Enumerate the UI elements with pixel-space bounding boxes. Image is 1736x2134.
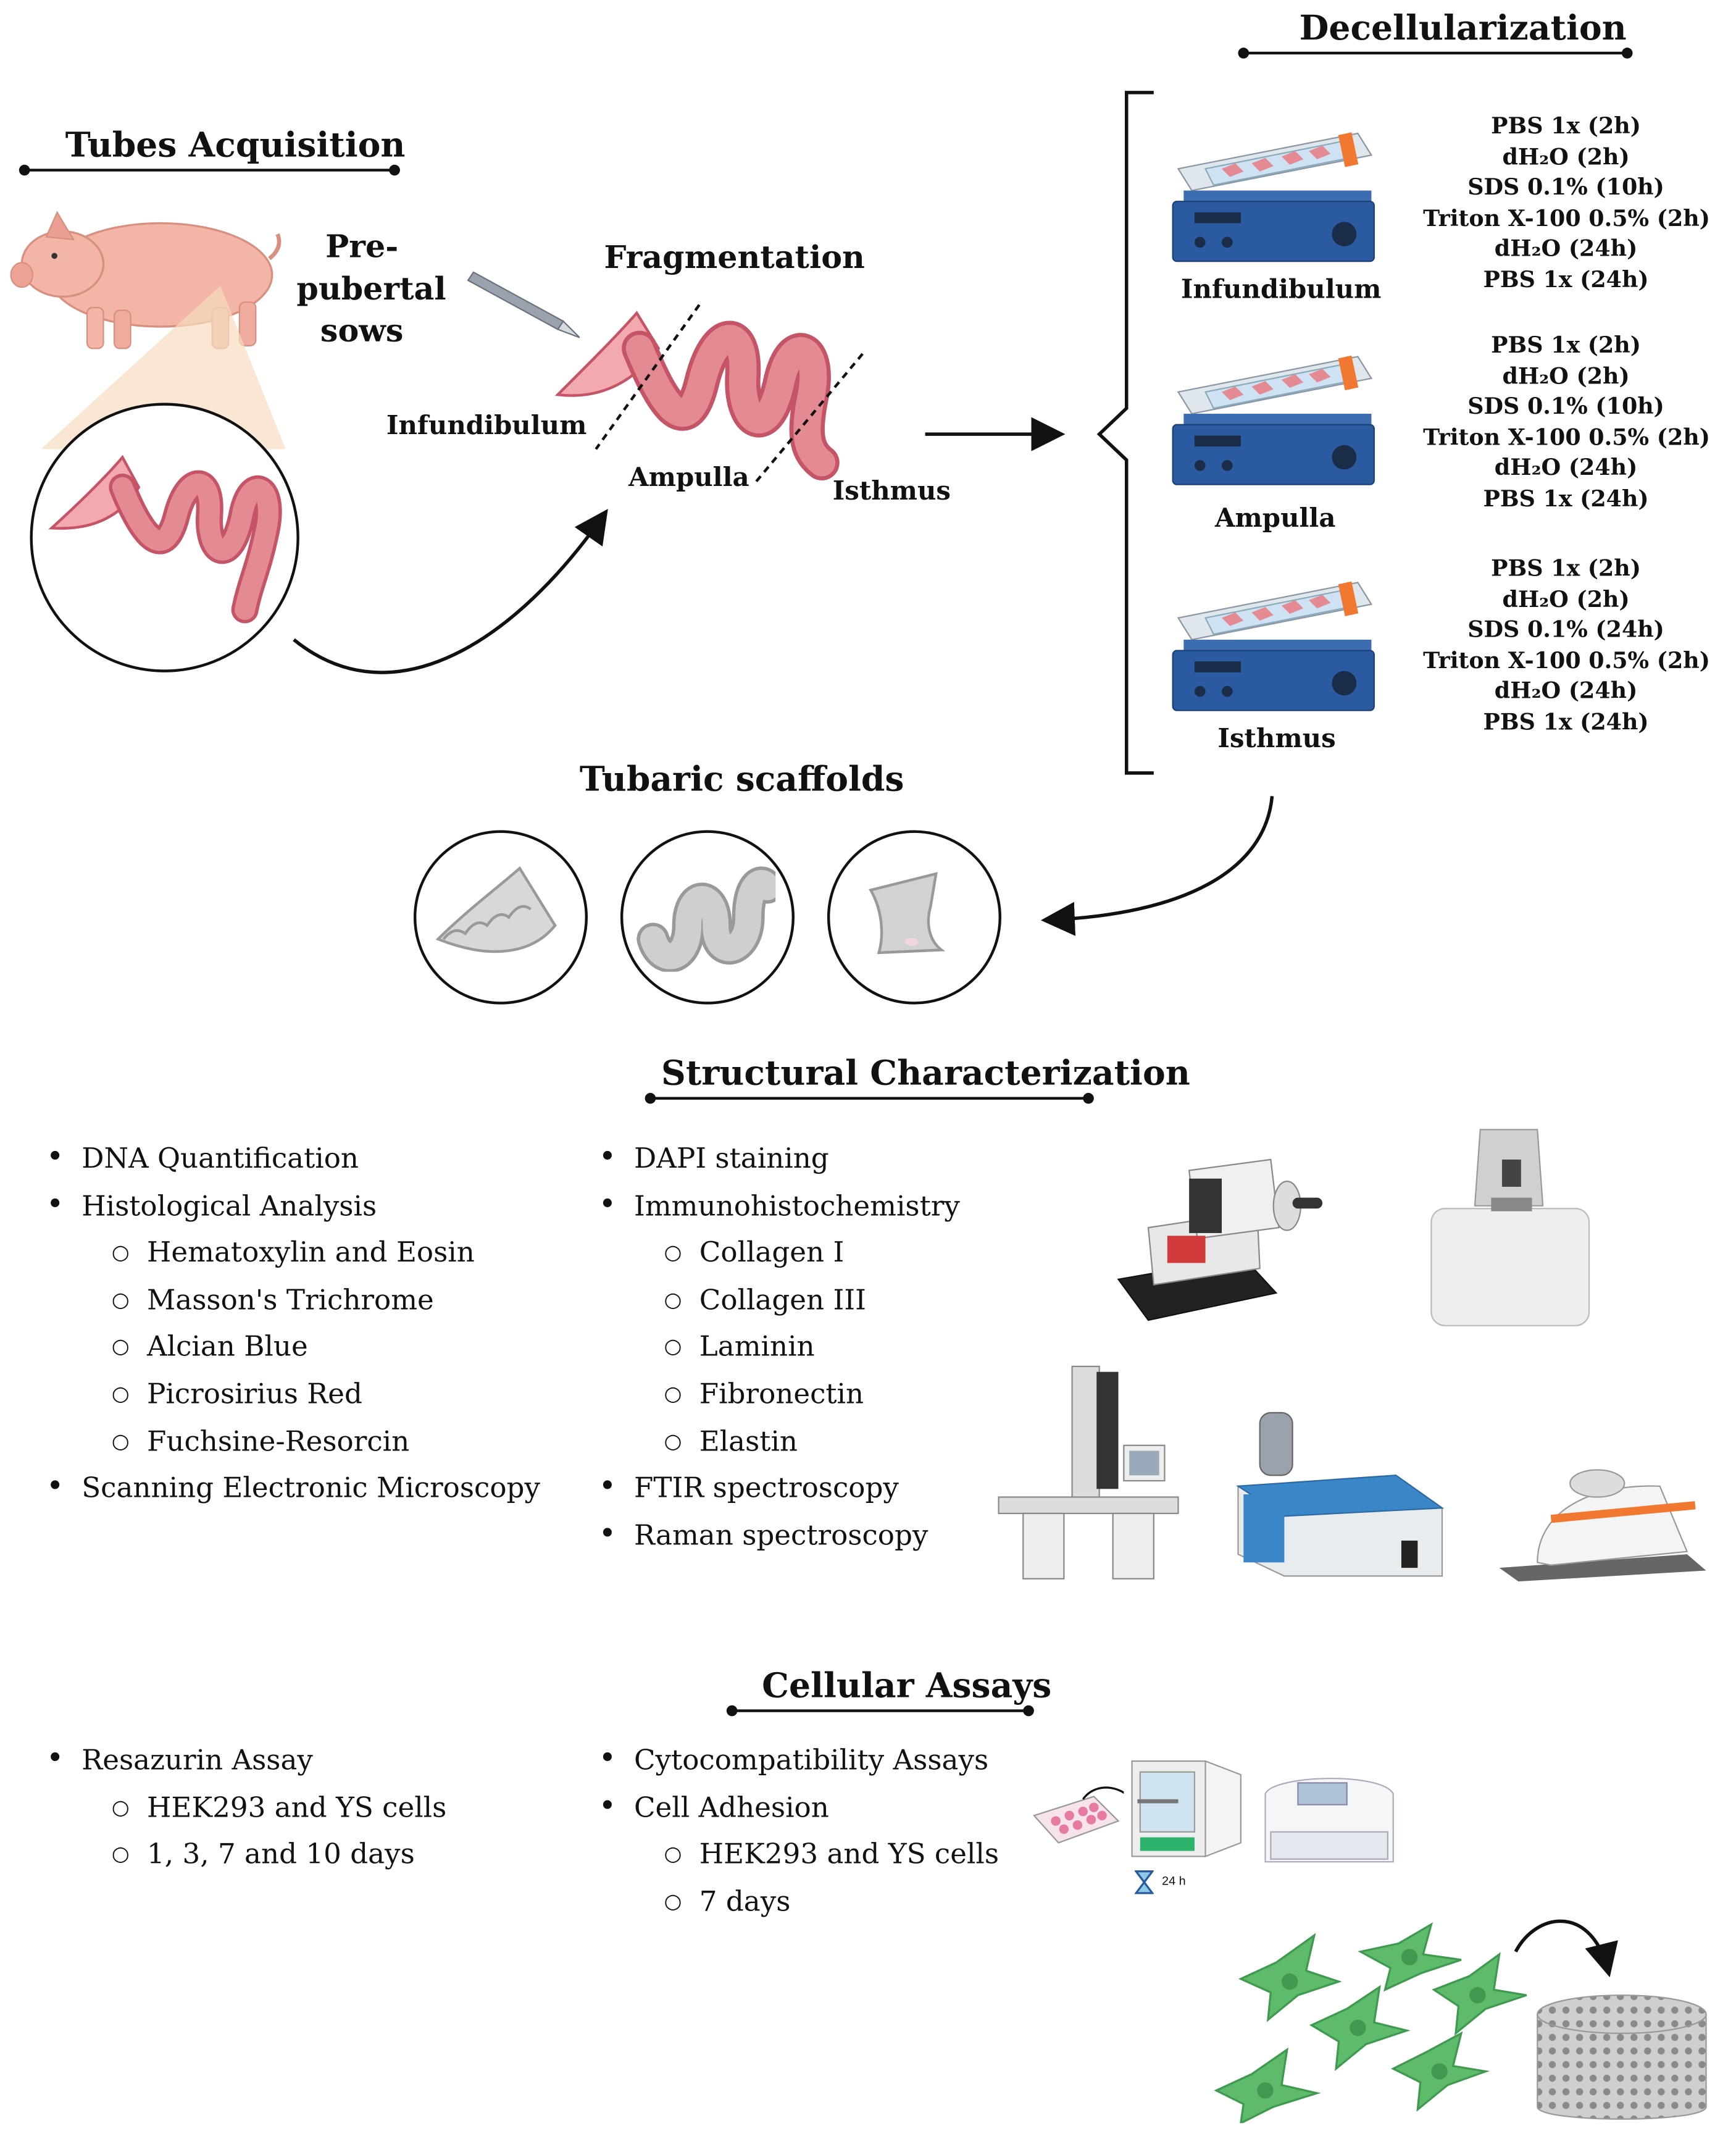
list-item: DAPI staining [599,1135,960,1182]
cellular-assays-underline [726,1705,1034,1717]
list-item: Immunohistochemistry [599,1182,960,1229]
structural-characterization-underline [645,1092,1094,1104]
oviduct-icon [48,454,282,624]
cellular-list-left: Resazurin Assay HEK293 and YS cells 1, 3… [46,1736,446,1878]
protocol-step: dH₂O (24h) [1494,677,1638,704]
tubaric-scaffolds-title: Tubaric scaffolds [579,759,904,799]
sem-microscope-icon [998,1365,1179,1580]
decell-steps-infundibulum: PBS 1x (2h) dH₂O (2h) SDS 0.1% (10h) Tri… [1423,112,1710,296]
list-item: HEK293 and YS cells [599,1831,999,1878]
list-item: Collagen I [599,1229,960,1276]
fragmentation-title: Fragmentation [604,239,865,277]
fragmented-oviduct-icon [554,304,864,486]
list-item: Resazurin Assay [46,1736,446,1783]
list-item: Cell Adhesion [599,1784,999,1831]
list-item: 1, 3, 7 and 10 days [46,1831,446,1878]
list-item: Hematoxylin and Eosin [46,1229,540,1276]
hourglass-icon [1134,1870,1154,1894]
arrow-to-fragmentation [293,509,608,674]
ftir-spectrometer-icon [1236,1412,1445,1577]
protocol-step: Triton X-100 0.5% (2h) [1423,647,1710,673]
list-item: Fuchsine-Resorcin [46,1418,540,1465]
list-item: Scanning Electronic Microscopy [46,1465,540,1512]
protocol-step: dH₂O (24h) [1494,454,1638,481]
list-item: Alcian Blue [46,1323,540,1370]
decellularization-underline [1238,48,1633,59]
benchtop-analyzer-icon [1499,1469,1706,1582]
list-item: Histological Analysis [46,1182,540,1229]
list-item: Laminin [599,1323,960,1370]
protocol-step: PBS 1x (24h) [1483,266,1649,292]
incubation-time-label: 24 h [1162,1874,1186,1888]
protocol-step: PBS 1x (2h) [1491,332,1641,358]
protocol-step: dH₂O (2h) [1502,362,1630,389]
tubes-acquisition-title: Tubes Acquisition [65,125,406,165]
fragment-label-isthmus: Isthmus [832,476,951,506]
protocol-step: PBS 1x (2h) [1491,112,1641,139]
source-label-line1: Pre- [325,228,399,266]
decellularization-title: Decellularization [1299,8,1627,48]
protocol-step: Triton X-100 0.5% (2h) [1423,424,1710,450]
protocol-step: PBS 1x (24h) [1483,708,1649,735]
structural-list-left: DNA Quantification Histological Analysis… [46,1135,540,1512]
source-label-line2: pubertal [296,270,446,308]
scaffold-isthmus-icon [869,872,946,955]
tubes-acquisition-underline [19,164,400,176]
protocol-step: SDS 0.1% (10h) [1467,174,1664,201]
list-item: HEK293 and YS cells [46,1784,447,1831]
zoom-cone [41,285,286,450]
decell-label-isthmus: Isthmus [1217,724,1336,755]
fragment-label-infundibulum: Infundibulum [386,411,587,441]
arrow-to-scaffolds [1040,796,1274,936]
decell-label-ampulla: Ampulla [1214,503,1336,534]
seeding-arrow [1514,1919,1618,1978]
list-item: Picrosirius Red [46,1370,540,1417]
cell-cluster [1214,1922,1527,2124]
scalpel-icon [467,271,580,338]
fragment-label-ampulla: Ampulla [628,462,749,493]
source-label-line3: sows [320,312,404,350]
raman-device-icon [1430,1129,1590,1326]
protocol-step: SDS 0.1% (24h) [1467,616,1664,643]
porous-scaffold-icon [1537,1994,1707,2120]
list-item: FTIR spectroscopy [599,1465,960,1512]
list-item: DNA Quantification [46,1135,540,1182]
orbital-shaker-icon [1172,132,1375,262]
list-item: Fibronectin [599,1370,960,1417]
protocol-step: PBS 1x (24h) [1483,485,1649,511]
protocol-step: PBS 1x (2h) [1491,555,1641,582]
protocol-step: Triton X-100 0.5% (2h) [1423,204,1710,231]
structural-characterization-title: Structural Characterization [661,1053,1190,1093]
cellular-assays-title: Cellular Assays [762,1665,1052,1705]
decell-steps-ampulla: PBS 1x (2h) dH₂O (2h) SDS 0.1% (10h) Tri… [1423,331,1710,515]
orbital-shaker-icon [1172,355,1375,485]
scaffold-ampulla-icon [636,866,776,972]
source-label: Pre- pubertal sows [296,226,446,353]
incubator-icon [1131,1760,1241,1857]
list-item: Masson's Trichrome [46,1276,540,1323]
protocol-step: SDS 0.1% (10h) [1467,393,1664,419]
scaffold-infundibulum-icon [435,866,557,953]
decell-steps-isthmus: PBS 1x (2h) dH₂O (2h) SDS 0.1% (24h) Tri… [1423,554,1710,738]
list-item: Collagen III [599,1276,960,1323]
list-item: Cytocompatibility Assays [599,1736,999,1783]
list-item: Raman spectroscopy [599,1512,960,1559]
list-item: Elastin [599,1418,960,1465]
microtome-icon [1117,1158,1323,1321]
protocol-step: dH₂O (2h) [1502,585,1630,612]
cellular-list-right: Cytocompatibility Assays Cell Adhesion H… [599,1736,999,1925]
decell-label-infundibulum: Infundibulum [1180,275,1382,305]
list-item: 7 days [599,1878,999,1925]
decellularization-brace [1096,91,1154,775]
protocol-step: dH₂O (24h) [1494,235,1638,262]
plate-reader-icon [1264,1778,1394,1863]
structural-list-right: DAPI staining Immunohistochemistry Colla… [599,1135,960,1559]
protocol-step: dH₂O (2h) [1502,143,1630,170]
cell-culture-plate-icon [1032,1786,1124,1844]
orbital-shaker-icon [1172,581,1375,711]
